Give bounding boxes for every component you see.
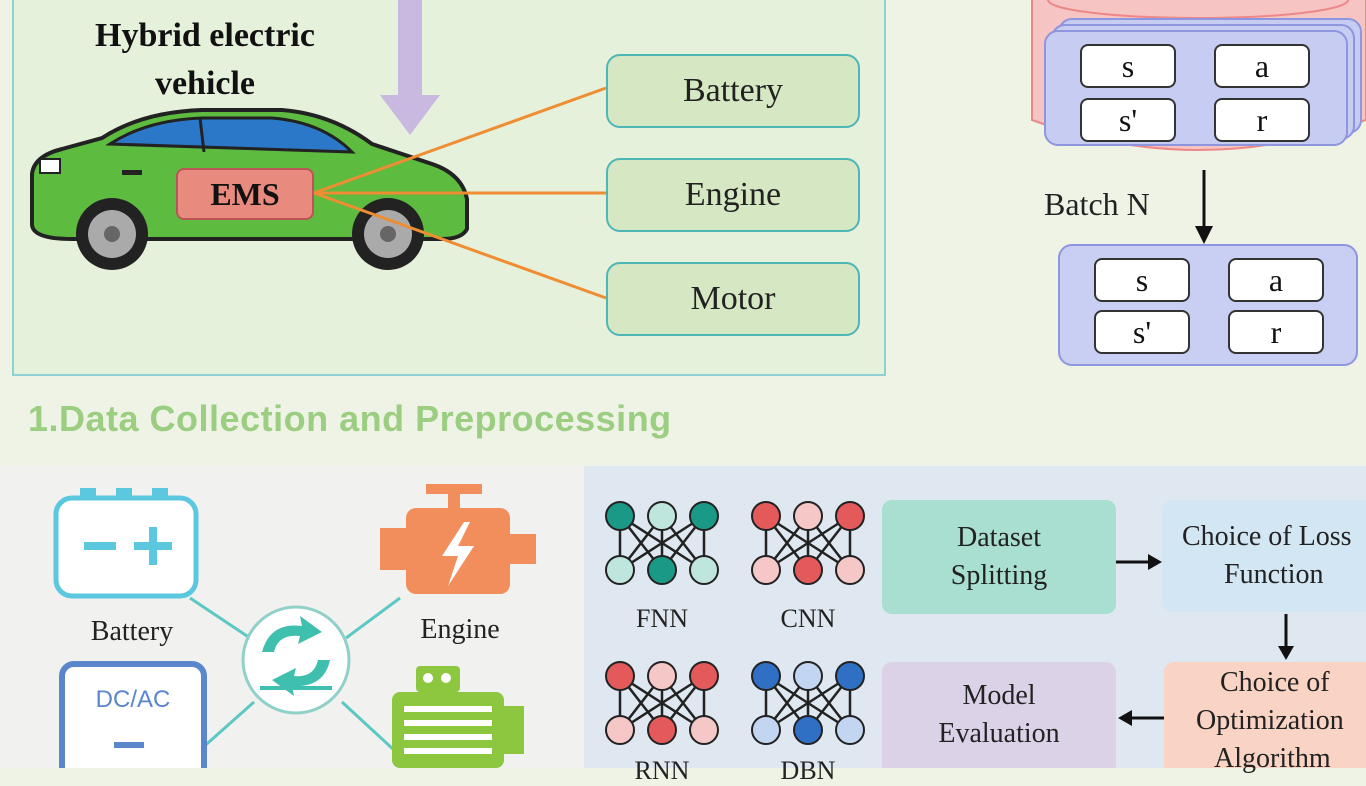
nn-glyph-cnn [751,501,865,585]
component-battery: Battery [606,54,860,128]
component-engine-label: Engine [684,176,782,213]
nn-glyph-dbn [751,661,865,745]
nn-node [689,555,719,585]
section-title: 1.Data Collection and Preprocessing [28,398,672,439]
memory-cell-s-prime-label: s' [1118,101,1138,138]
batch-cell-s-prime: s' [1094,310,1190,354]
batch-arrow [1195,170,1213,244]
model-evaluation-line1: Model [962,680,1036,711]
component-motor-label: Motor [690,280,776,317]
engine-icon [380,484,536,594]
model-evaluation-line2: Evaluation [938,718,1060,749]
memory-cell-r-label: r [1256,101,1268,138]
dcac-label: DC/AC [95,686,171,713]
nn-node [647,555,677,585]
nn-node [647,661,677,691]
nn-node [793,501,823,531]
optimization-line3: Algorithm [1214,743,1331,774]
nn-node [605,501,635,531]
memory-cell-s-prime: s' [1080,98,1176,142]
model-evaluation-box: Model Evaluation [882,662,1116,768]
nn-node [689,715,719,745]
input-arrow [380,0,440,135]
dataset-splitting-box: Dataset Splitting [882,500,1116,614]
loss-function-box: Choice of Loss Function [1162,500,1366,612]
nn-node [647,501,677,531]
optimization-line1: Choice of [1220,667,1330,698]
nn-node [605,555,635,585]
memory-cell-s: s [1080,44,1176,88]
arrow-split-to-loss [1116,554,1162,570]
optimization-box: Choice of Optimization Algorithm [1164,662,1366,774]
battery-label: Battery [90,616,174,647]
hev-title-line2: vehicle [154,65,256,102]
bottom-left-connectors [189,596,401,752]
component-motor: Motor [606,262,860,336]
ems-box: EMS [176,168,314,220]
batch-cell-a: a [1228,258,1324,302]
nn-node [835,555,865,585]
batch-cell-a-label: a [1268,261,1284,298]
batch-label: Batch N [1044,186,1150,222]
batch-cell-r-label: r [1270,313,1282,350]
nn-node [751,501,781,531]
nn-label-fnn: FNN [635,604,688,633]
nn-node [689,501,719,531]
nn-node [835,501,865,531]
nn-node [793,555,823,585]
hev-title-line1: Hybrid electric [95,17,315,54]
nn-label-dbn: DBN [780,756,836,785]
nn-node [751,661,781,691]
batch-cell-s-prime-label: s' [1132,313,1152,350]
arrow-opt-to-eval [1118,710,1164,726]
nn-node [605,661,635,691]
batch-cell-s-label: s [1135,261,1149,298]
nn-node [689,661,719,691]
hev-title: Hybrid electric vehicle [60,12,350,108]
component-battery-label: Battery [682,72,784,109]
nn-node [605,715,635,745]
nn-node [751,555,781,585]
nn-glyph-fnn [605,501,719,585]
network-icons [605,501,865,745]
nn-node [835,661,865,691]
ems-connections [313,86,607,300]
nn-node [751,715,781,745]
memory-cell-a: a [1214,44,1310,88]
batch-cell-r: r [1228,310,1324,354]
sync-icon [241,605,351,715]
loss-function-line1: Choice of Loss [1182,521,1352,552]
nn-node [793,715,823,745]
nn-label-cnn: CNN [780,604,836,633]
optimization-line2: Optimization [1196,705,1344,736]
component-engine: Engine [606,158,860,232]
memory-cell-r: r [1214,98,1310,142]
memory-cell-s-label: s [1121,47,1135,84]
nn-node [793,661,823,691]
dcac-converter-icon [59,661,207,768]
nn-node [647,715,677,745]
engine-label: Engine [420,614,500,645]
dataset-splitting-line1: Dataset [957,522,1041,553]
nn-node [835,715,865,745]
motor-icon [392,666,524,768]
batch-cell-s: s [1094,258,1190,302]
dataset-splitting-line2: Splitting [950,560,1048,591]
nn-glyph-rnn [605,661,719,745]
nn-label-rnn: RNN [634,756,690,785]
ems-label: EMS [210,175,280,212]
arrow-loss-to-opt [1278,614,1294,660]
battery-icon [53,488,199,599]
memory-cell-a-label: a [1254,47,1270,84]
loss-function-line2: Function [1224,559,1324,590]
car-illustration [30,108,469,270]
